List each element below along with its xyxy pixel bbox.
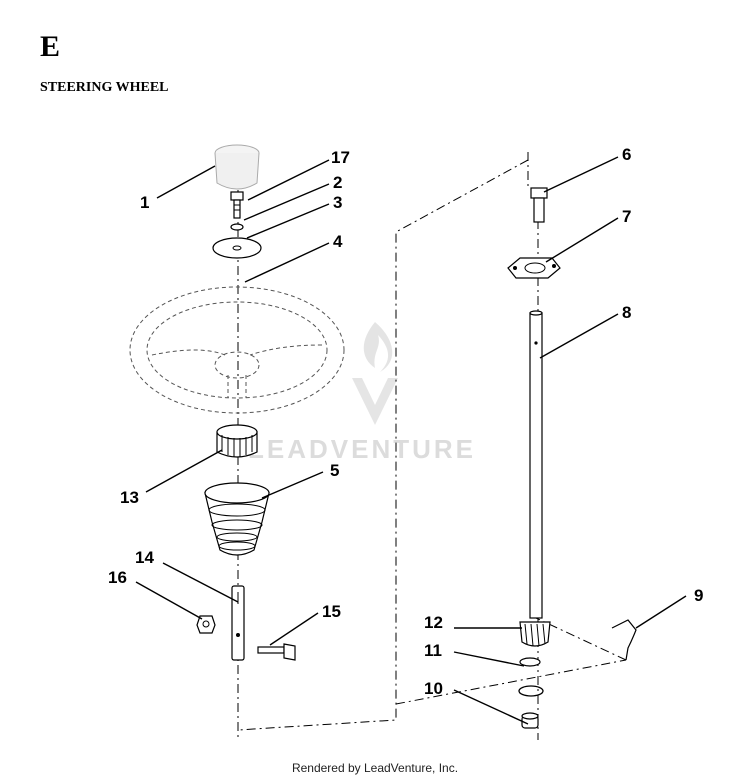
footer-credit: Rendered by LeadVenture, Inc. — [291, 761, 459, 775]
watermark-logo — [352, 322, 398, 425]
callout-12: 12 — [424, 613, 443, 632]
lock-washer-part — [230, 223, 244, 231]
assembly-plane-outline — [237, 152, 627, 731]
hex-bolt-part — [257, 643, 296, 661]
bolt-part — [230, 191, 244, 219]
lower-steering-shaft-part — [529, 310, 543, 619]
callout-9: 9 — [694, 586, 703, 605]
section-letter: E — [40, 30, 61, 63]
callouts: 1 17 2 3 4 6 7 8 9 13 5 14 16 15 12 11 1… — [108, 145, 703, 698]
callout-11: 11 — [424, 641, 442, 660]
callout-14: 14 — [135, 548, 154, 567]
flat-washer-part — [519, 657, 541, 667]
callout-10: 10 — [424, 679, 443, 698]
callout-6: 6 — [622, 145, 631, 164]
steering-shaft-part — [231, 585, 245, 661]
callout-13: 13 — [120, 488, 139, 507]
callout-4: 4 — [333, 232, 343, 251]
callout-17: 17 — [331, 148, 350, 167]
top-bolt-part — [530, 187, 548, 223]
watermark-text: LEADVENTURE — [248, 434, 476, 464]
callout-1: 1 — [140, 193, 149, 212]
steering-wheel-part — [129, 286, 345, 414]
callout-8: 8 — [622, 303, 631, 322]
callout-16: 16 — [108, 568, 127, 587]
callout-3: 3 — [333, 193, 342, 212]
washer-plate-part — [212, 237, 262, 259]
nut-part — [196, 615, 216, 634]
bellow-part — [204, 482, 270, 556]
callout-2: 2 — [333, 173, 342, 192]
callout-7: 7 — [622, 207, 631, 226]
retaining-ring-part — [518, 685, 544, 697]
callout-5: 5 — [330, 461, 339, 480]
cap-part — [214, 144, 260, 190]
hairpin-clip-part — [611, 619, 637, 661]
section-title: STEERING WHEEL — [40, 80, 169, 95]
pinion-gear-part — [519, 621, 551, 647]
bushing-part — [521, 712, 539, 729]
leader-lines — [135, 156, 687, 725]
flange-bearing-part — [507, 257, 561, 279]
callout-15: 15 — [322, 602, 341, 621]
hub-adapter-part — [216, 424, 258, 458]
